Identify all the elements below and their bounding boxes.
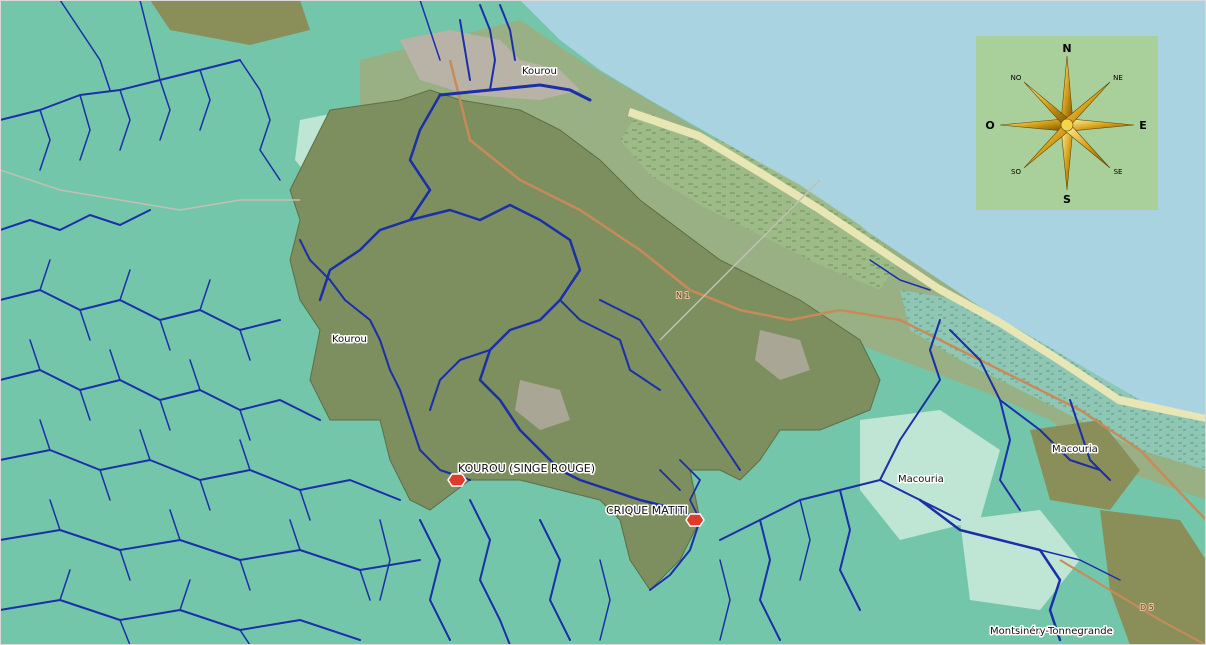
station-crique-matiti[interactable]: CRIQUE MATITI <box>605 503 705 527</box>
compass-o-label: O <box>985 119 994 132</box>
label-kourou-town: Kourou <box>522 66 557 77</box>
label-road-d5: D 5 <box>1140 603 1154 612</box>
compass-n-label: N <box>1062 42 1071 55</box>
compass-so-label: SO <box>1011 168 1021 176</box>
compass-ne-label: NE <box>1113 74 1123 82</box>
compass-s-label: S <box>1063 193 1071 206</box>
pale-patch <box>960 510 1080 610</box>
compass-no-label: NO <box>1011 74 1022 82</box>
station-marker-icon <box>685 513 705 527</box>
label-macouria-commune: Macouria <box>898 474 944 485</box>
urban-patch <box>755 330 810 380</box>
upland-patch <box>150 0 310 45</box>
label-macouria-coast: Macouria <box>1052 444 1098 455</box>
marsh-area <box>900 290 1206 470</box>
watershed-basin <box>289 89 881 591</box>
road-secondary <box>659 179 821 341</box>
label-kourou-commune: Kourou <box>332 334 367 345</box>
compass-star-icon <box>999 55 1135 191</box>
road-d5 <box>1059 559 1206 645</box>
pale-patch <box>860 410 1000 540</box>
river-network <box>0 0 1121 645</box>
station-label: CRIQUE MATITI <box>606 504 688 517</box>
station-kourou-singe-rouge[interactable]: KOUROU (SINGE ROUGE) <box>447 461 597 487</box>
urban-patch <box>515 380 570 430</box>
station-label: KOUROU (SINGE ROUGE) <box>458 462 595 475</box>
label-montsinery: Montsinéry-Tonnegrande <box>990 625 1113 637</box>
road-secondary <box>0 169 300 211</box>
label-road-n1: N 1 <box>676 291 690 300</box>
marsh-area <box>620 110 900 290</box>
compass-se-label: SE <box>1114 168 1123 176</box>
upland-patch <box>1100 510 1206 645</box>
compass-e-label: E <box>1139 119 1147 132</box>
station-marker-icon <box>447 473 467 487</box>
urban-patch <box>400 30 580 100</box>
road-n1 <box>448 59 1206 521</box>
compass-rose: N S O E NE NO SE SO <box>976 36 1158 210</box>
